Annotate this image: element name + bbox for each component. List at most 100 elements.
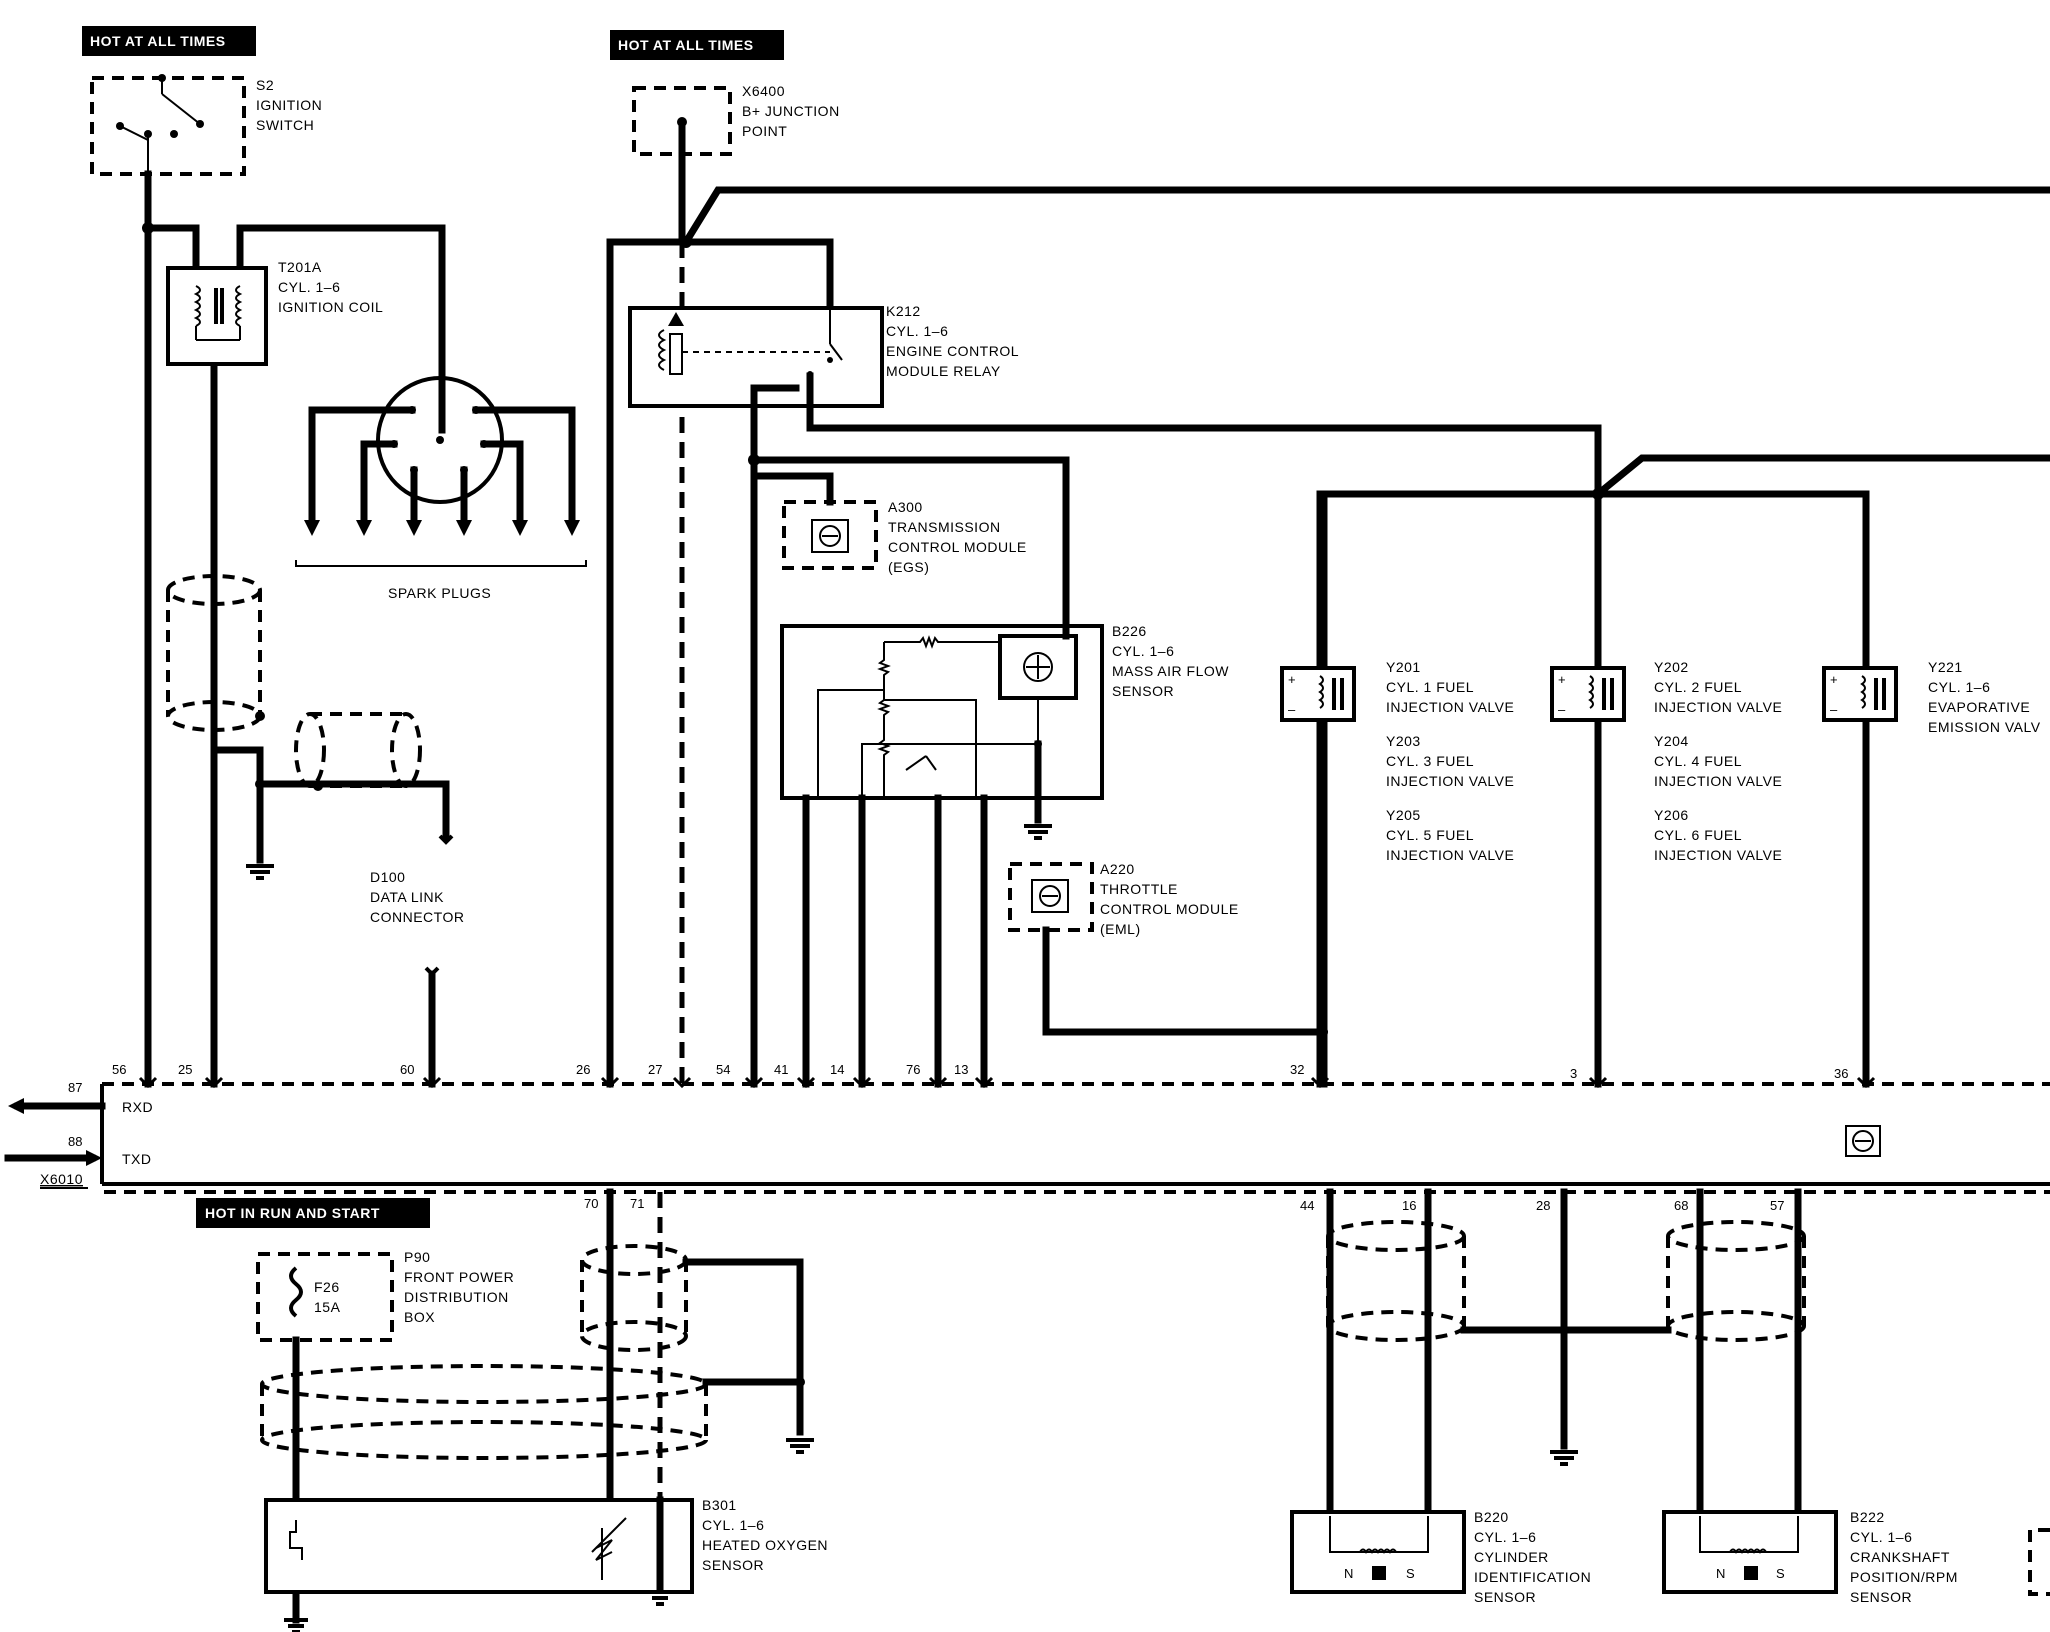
y221-line1: CYL. 1–6 xyxy=(1928,679,1990,695)
x6400-line2: POINT xyxy=(742,123,787,139)
ecm-relay-k212 xyxy=(628,306,884,410)
pin-3: 3 xyxy=(1570,1066,1577,1081)
y206-line2: INJECTION VALVE xyxy=(1654,847,1782,863)
t201a-line1: CYL. 1–6 xyxy=(278,279,340,295)
y203-line2: INJECTION VALVE xyxy=(1386,773,1514,789)
top-pin-labels: 56 25 60 26 27 54 41 14 76 13 32 3 36 xyxy=(112,1062,1848,1081)
a300-id: A300 xyxy=(888,499,923,515)
pin-25: 25 xyxy=(178,1062,192,1077)
s2-line1: IGNITION xyxy=(256,97,322,113)
pin-71: 71 xyxy=(630,1196,644,1211)
d100-id: D100 xyxy=(370,869,405,885)
supply-wires xyxy=(142,118,2050,1088)
b220-line1: CYL. 1–6 xyxy=(1474,1529,1536,1545)
rxd-pin-number: 87 xyxy=(68,1080,82,1095)
y202-line1: CYL. 2 FUEL xyxy=(1654,679,1742,695)
pin-26: 26 xyxy=(576,1062,590,1077)
ignition-coil-t201a xyxy=(166,266,268,366)
b222-id: B222 xyxy=(1850,1509,1885,1525)
pin-27: 27 xyxy=(648,1062,662,1077)
pin-28: 28 xyxy=(1536,1198,1550,1213)
pin-16: 16 xyxy=(1402,1198,1416,1213)
svg-text:–: – xyxy=(1830,702,1838,717)
p90-line2: DISTRIBUTION xyxy=(404,1289,509,1305)
pin-70: 70 xyxy=(584,1196,598,1211)
a220-line1: THROTTLE xyxy=(1100,881,1178,897)
spark-plug-arrows xyxy=(295,520,587,567)
b222-line1: CYL. 1–6 xyxy=(1850,1529,1912,1545)
svg-text:+: + xyxy=(1288,672,1296,687)
engine-control-module xyxy=(4,1082,2050,1194)
cylinder-id-sensor-cabling xyxy=(1326,1188,1672,1520)
hot-tag-run-start: HOT IN RUN AND START xyxy=(196,1198,430,1228)
o2-sensor-cabling xyxy=(260,1188,814,1504)
p90-line3: BOX xyxy=(404,1309,435,1325)
y204-line1: CYL. 4 FUEL xyxy=(1654,753,1742,769)
y221-line2: EVAPORATIVE xyxy=(1928,699,2030,715)
pin-76: 76 xyxy=(906,1062,920,1077)
pin-56: 56 xyxy=(112,1062,126,1077)
a300-line3: (EGS) xyxy=(888,559,929,575)
pin-32: 32 xyxy=(1290,1062,1304,1077)
hot-tag-center: HOT AT ALL TIMES xyxy=(610,30,784,60)
b220-line2: CYLINDER xyxy=(1474,1549,1549,1565)
rxd-label: RXD xyxy=(122,1099,153,1115)
pin-68: 68 xyxy=(1674,1198,1688,1213)
hot-tag-center-label: HOT AT ALL TIMES xyxy=(618,37,754,53)
y206-id: Y206 xyxy=(1654,807,1689,823)
y202-id: Y202 xyxy=(1654,659,1689,675)
pin-57: 57 xyxy=(1770,1198,1784,1213)
y201-line2: INJECTION VALVE xyxy=(1386,699,1514,715)
mass-air-flow-sensor-b226 xyxy=(780,624,1104,840)
f26-rating: 15A xyxy=(314,1299,341,1315)
y201-line1: CYL. 1 FUEL xyxy=(1386,679,1474,695)
transmission-control-module-a300 xyxy=(750,456,878,570)
pin-13: 13 xyxy=(954,1062,968,1077)
y201-id: Y201 xyxy=(1386,659,1421,675)
b301-line2: HEATED OXYGEN xyxy=(702,1537,828,1553)
b301-line3: SENSOR xyxy=(702,1557,764,1573)
a300-line2: CONTROL MODULE xyxy=(888,539,1027,555)
b226-line1: CYL. 1–6 xyxy=(1112,643,1174,659)
txd-label: TXD xyxy=(122,1151,152,1167)
b222-line4: SENSOR xyxy=(1850,1589,1912,1605)
d100-line1: DATA LINK xyxy=(370,889,444,905)
b220-id: B220 xyxy=(1474,1509,1509,1525)
a220-line2: CONTROL MODULE xyxy=(1100,901,1239,917)
y221-id: Y221 xyxy=(1928,659,1963,675)
x6400-id: X6400 xyxy=(742,83,785,99)
y203-line1: CYL. 3 FUEL xyxy=(1386,753,1474,769)
txd-pin-number: 88 xyxy=(68,1134,82,1149)
pin-60: 60 xyxy=(400,1062,414,1077)
b220-pole-n: N xyxy=(1344,1566,1353,1581)
distributor xyxy=(308,376,576,524)
a220-id: A220 xyxy=(1100,861,1135,877)
y202-line2: INJECTION VALVE xyxy=(1654,699,1782,715)
k212-id: K212 xyxy=(886,303,921,319)
bottom-pin-labels: 70 71 44 16 28 68 57 xyxy=(584,1196,1784,1213)
pin-54: 54 xyxy=(716,1062,730,1077)
a300-line1: TRANSMISSION xyxy=(888,519,1001,535)
s2-id: S2 xyxy=(256,77,274,93)
t201a-id: T201A xyxy=(278,259,322,275)
ecm-connector-id: X6010 xyxy=(40,1171,83,1187)
fuel-injection-valve-y202: + – xyxy=(1550,666,1626,722)
t201a-line2: IGNITION COIL xyxy=(278,299,383,315)
b220-line4: SENSOR xyxy=(1474,1589,1536,1605)
b222-pole-s: S xyxy=(1776,1566,1785,1581)
shielded-cable-data-link xyxy=(294,712,454,1088)
y203-id: Y203 xyxy=(1386,733,1421,749)
maf-signal-wires xyxy=(802,794,988,1088)
b301-line1: CYL. 1–6 xyxy=(702,1517,764,1533)
hot-tag-left-label: HOT AT ALL TIMES xyxy=(90,33,226,49)
k212-line3: MODULE RELAY xyxy=(886,363,1001,379)
pin-36: 36 xyxy=(1834,1066,1848,1081)
y206-line1: CYL. 6 FUEL xyxy=(1654,827,1742,843)
svg-text:–: – xyxy=(1288,702,1296,717)
k212-line1: CYL. 1–6 xyxy=(886,323,948,339)
ignition-switch-s2 xyxy=(90,74,246,176)
svg-text:+: + xyxy=(1830,672,1838,687)
svg-text:+: + xyxy=(1558,672,1566,687)
relay-output-wires xyxy=(748,372,2050,1088)
